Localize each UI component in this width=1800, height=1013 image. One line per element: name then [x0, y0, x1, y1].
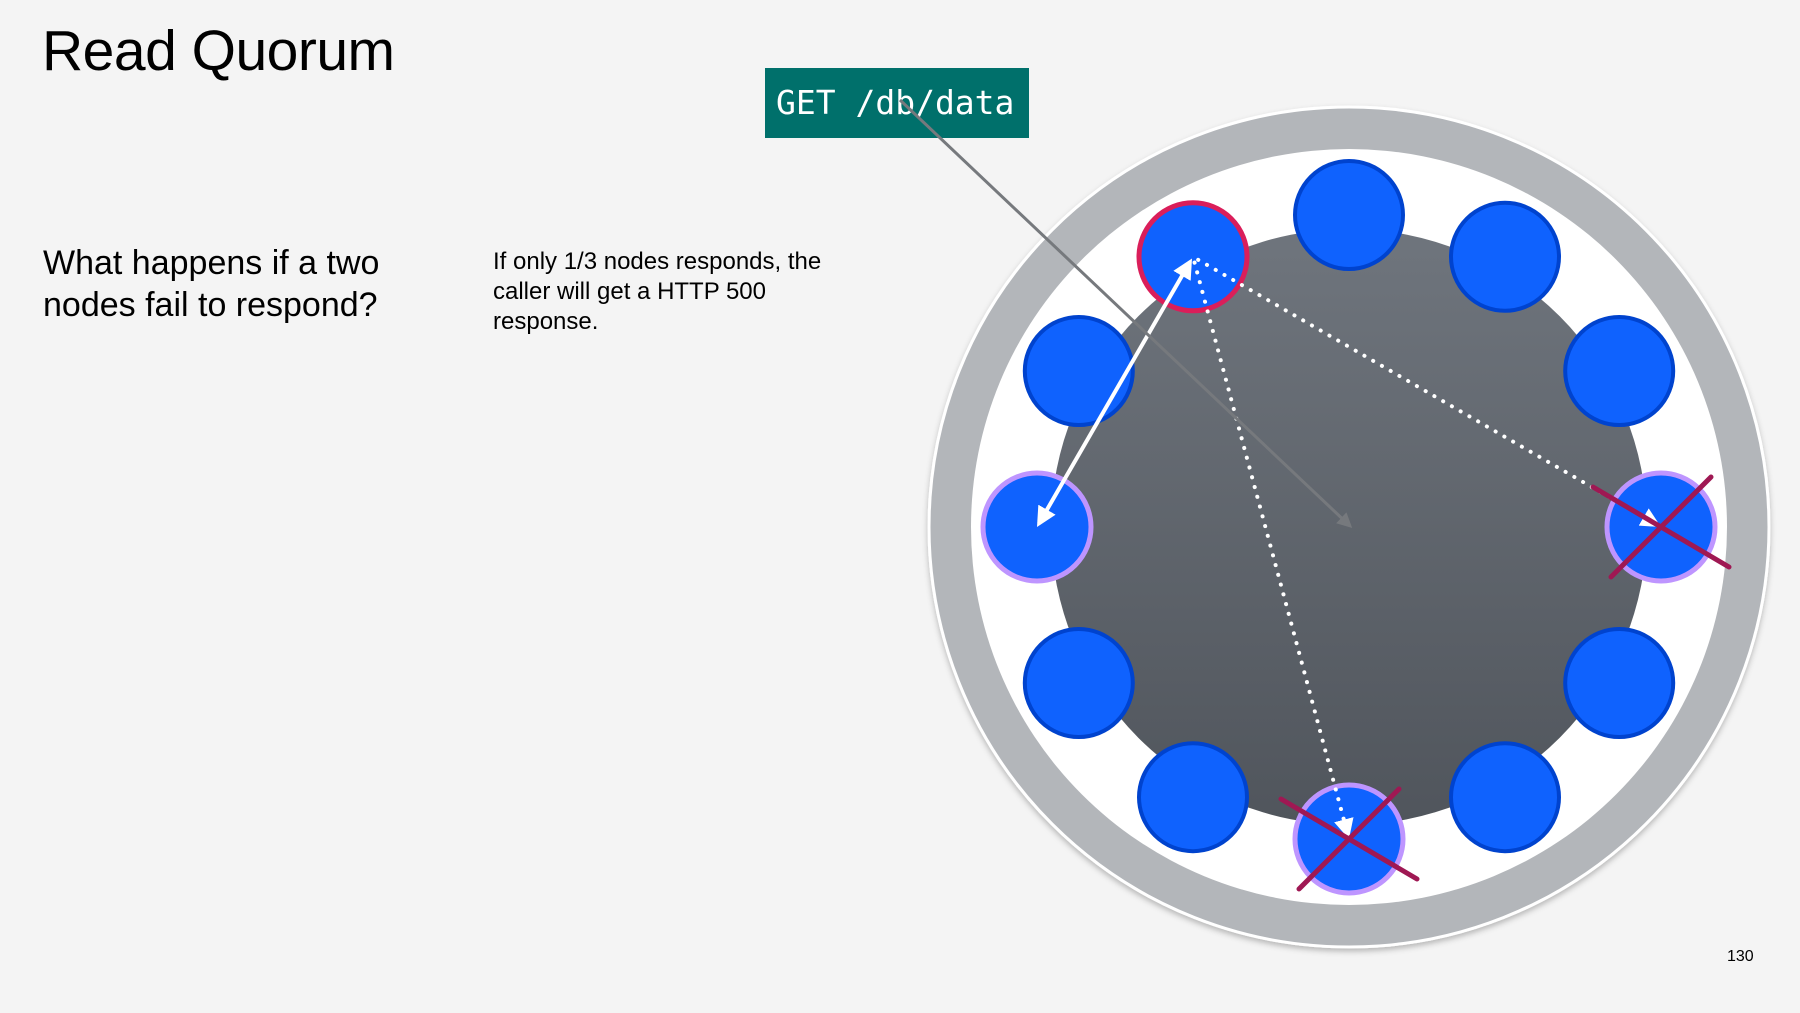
page-number: 130	[1727, 948, 1754, 965]
failure-cross-icon	[1278, 786, 1420, 892]
node	[1293, 159, 1405, 271]
node	[1022, 627, 1135, 739]
inner-disc	[1051, 229, 1647, 825]
replica-node-responding	[980, 470, 1094, 584]
failure-marks-layer	[1278, 474, 1732, 892]
node	[1449, 200, 1561, 313]
request-label: GET /db/data	[765, 68, 1029, 138]
question-text: What happens if a two nodes fail to resp…	[43, 244, 380, 324]
node	[1137, 741, 1249, 854]
node	[1022, 315, 1135, 427]
slide-title: Read Quorum	[42, 19, 395, 83]
failure-cross-icon	[1590, 474, 1732, 580]
answer-text: If only 1/3 nodes responds, the caller w…	[493, 248, 822, 335]
node	[1449, 741, 1561, 854]
coordinator-node	[1136, 200, 1250, 314]
node	[1563, 627, 1676, 739]
node	[1563, 315, 1676, 427]
failed-request-arrow	[1192, 260, 1354, 839]
